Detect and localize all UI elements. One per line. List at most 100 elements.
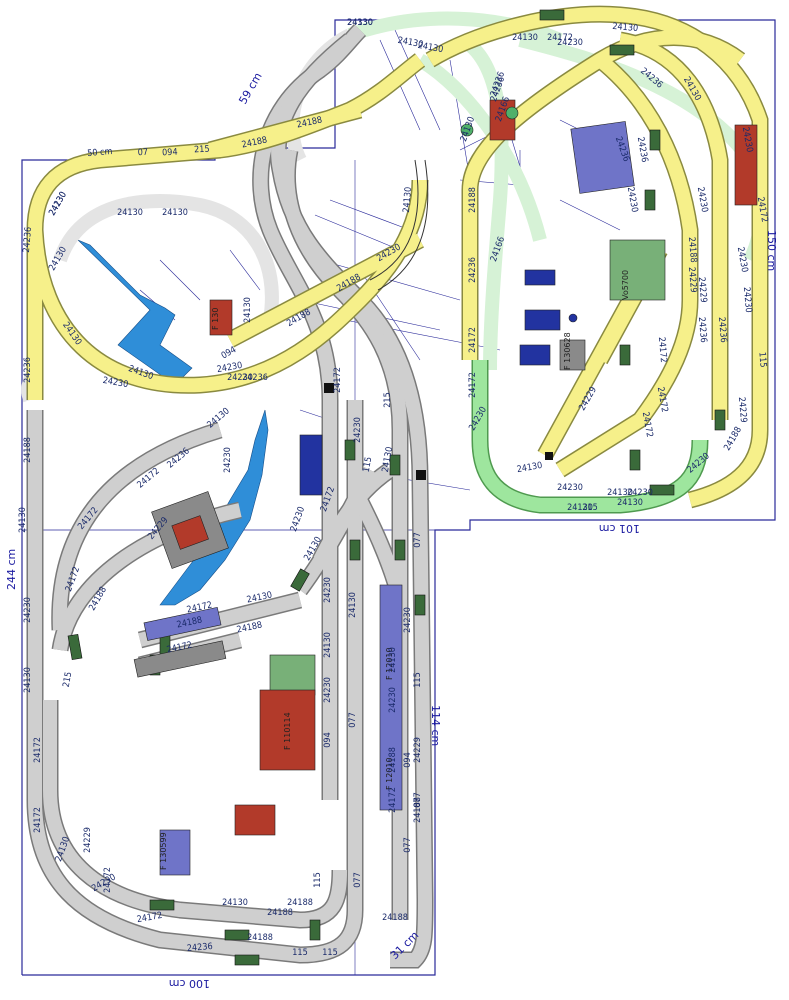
track-part-label: 24230 bbox=[227, 373, 253, 383]
track-part-label: 24229 bbox=[696, 277, 708, 304]
building-label: F 12010 bbox=[385, 647, 394, 680]
track-part-label: 24230 bbox=[102, 376, 129, 390]
track-part-label: 24230 bbox=[388, 687, 398, 713]
track-part-label: 24172 bbox=[547, 33, 573, 43]
track-part-label: 24236 bbox=[716, 317, 728, 344]
track-part-label: 24188 bbox=[413, 797, 423, 823]
dimension-label: 100 cm bbox=[169, 977, 210, 990]
track-part-label: 115 bbox=[292, 948, 307, 958]
track-part-label: 24236 bbox=[635, 136, 649, 163]
track-part-label: 24230 bbox=[323, 577, 333, 603]
building-label: F 12010 bbox=[385, 757, 394, 790]
track-part-label: 24188 bbox=[686, 237, 698, 264]
track-part-label: 24130 bbox=[417, 41, 444, 55]
building-label: F 130599 bbox=[159, 832, 168, 870]
track-part-label: 24230 bbox=[289, 505, 307, 533]
track-part-label: 24188 bbox=[382, 913, 408, 923]
track-part-label: 24130 bbox=[397, 36, 424, 50]
track-part-label: 094 bbox=[162, 148, 178, 159]
track-part-label: 24172 bbox=[103, 867, 113, 893]
track-part-label: 07 bbox=[137, 148, 148, 159]
track-part-label: 24236 bbox=[187, 942, 214, 954]
track-part-label: 24230 bbox=[557, 38, 583, 48]
track-part-label: 077 bbox=[353, 872, 363, 887]
track-part-label: 24236 bbox=[696, 317, 708, 344]
track-part-label: 24172 bbox=[333, 367, 343, 393]
track-part-label: 24236 bbox=[23, 357, 33, 383]
track-part-label: 24188 bbox=[287, 898, 313, 908]
track-part-label: 094 bbox=[220, 345, 238, 361]
bridge bbox=[369, 159, 429, 291]
track-part-label: 24172 bbox=[33, 737, 43, 763]
track-part-label: 24236 bbox=[468, 257, 478, 283]
track-part-label: 24130 bbox=[18, 507, 28, 533]
track-part-label: 24172 bbox=[656, 337, 668, 364]
track-part-label: 24230 bbox=[740, 126, 754, 153]
track-part-label: 24230 bbox=[323, 677, 333, 703]
track-part-label: 24130 bbox=[243, 297, 253, 323]
track-part-label: 24172 bbox=[655, 386, 669, 413]
track-part-label: 24130 bbox=[348, 592, 358, 618]
track-part-label: 24130 bbox=[612, 22, 639, 34]
track-part-label: 24236 bbox=[22, 227, 34, 254]
track-part-label: 24236 bbox=[242, 373, 268, 383]
track-part-label: 24229 bbox=[413, 737, 423, 763]
track-part-label: 24188 bbox=[722, 425, 744, 452]
track-part-label: 24230 bbox=[223, 447, 233, 473]
dimension-label: 59 cm bbox=[236, 70, 264, 106]
building-label: F 130 bbox=[211, 308, 220, 330]
dimension-label: 244 cm bbox=[5, 549, 18, 590]
track-part-label: 24230 bbox=[23, 597, 33, 623]
green-tracks bbox=[471, 360, 709, 514]
track-part-label: 24230 bbox=[625, 186, 639, 213]
track-part-label: 115 bbox=[322, 948, 337, 958]
track-part-label: 50 cm bbox=[87, 147, 113, 159]
track-part-label: 24230 bbox=[741, 287, 753, 314]
track-part-label: 24172 bbox=[388, 787, 398, 813]
track-part-label: 24130 bbox=[607, 488, 633, 498]
track-part-label: 24230 bbox=[735, 246, 749, 273]
track-part-label: 24229 bbox=[736, 397, 748, 424]
building-label: F 110114 bbox=[283, 712, 292, 750]
track-part-label: 077 bbox=[413, 532, 423, 547]
track-part-label: 24230 bbox=[403, 607, 413, 633]
track-part-label: 24188 bbox=[468, 187, 478, 213]
track-part-label: 24230 bbox=[695, 186, 709, 213]
track-part-label: 215 bbox=[383, 392, 393, 407]
dimension-label: 114 cm bbox=[429, 705, 442, 746]
track-part-label: 24188 bbox=[267, 908, 293, 918]
track-part-label: 24188 bbox=[388, 747, 398, 773]
building-label: F 130628 bbox=[563, 332, 572, 370]
track-part-label: 215 bbox=[194, 145, 210, 156]
track-part-label: 24188 bbox=[247, 933, 273, 943]
track-part-label: 077 bbox=[413, 792, 423, 807]
track-part-label: 24130 bbox=[222, 898, 248, 908]
dimension-label: 150 cm bbox=[765, 230, 778, 271]
track-part-label: 215 bbox=[582, 503, 597, 513]
track-part-label: 24130 bbox=[512, 33, 538, 43]
track-part-label: 24188 bbox=[23, 437, 33, 463]
track-part-label: 215 bbox=[62, 671, 75, 688]
track-part-label: 24130 bbox=[347, 18, 373, 28]
track-part-label: 094 bbox=[323, 732, 333, 747]
track-part-label: 24230 bbox=[557, 483, 583, 493]
track-part-label: 24172 bbox=[468, 372, 478, 398]
track-part-label: 24130 bbox=[516, 461, 543, 475]
track-part-label: 115 bbox=[413, 672, 423, 687]
track-part-label: 24230 bbox=[627, 488, 653, 498]
track-part-label: 24172 bbox=[468, 327, 478, 353]
track-part-label: 24130 bbox=[323, 632, 333, 658]
track-part-label: 24130 bbox=[117, 208, 143, 218]
track-part-label: 115 bbox=[313, 872, 323, 887]
track-part-label: 24229 bbox=[83, 827, 93, 853]
track-part-label: 094 bbox=[403, 752, 413, 767]
track-part-label: 24130 bbox=[567, 503, 593, 513]
track-part-label: 24172 bbox=[33, 807, 43, 833]
track-part-label: 24230 bbox=[216, 361, 243, 375]
track-part-label: 24130 bbox=[402, 187, 414, 214]
track-part-label: 24172 bbox=[755, 196, 769, 223]
track-part-label: 24130 bbox=[617, 498, 643, 508]
track-part-label: 24130 bbox=[162, 208, 188, 218]
track-part-label: 24229 bbox=[686, 267, 698, 294]
